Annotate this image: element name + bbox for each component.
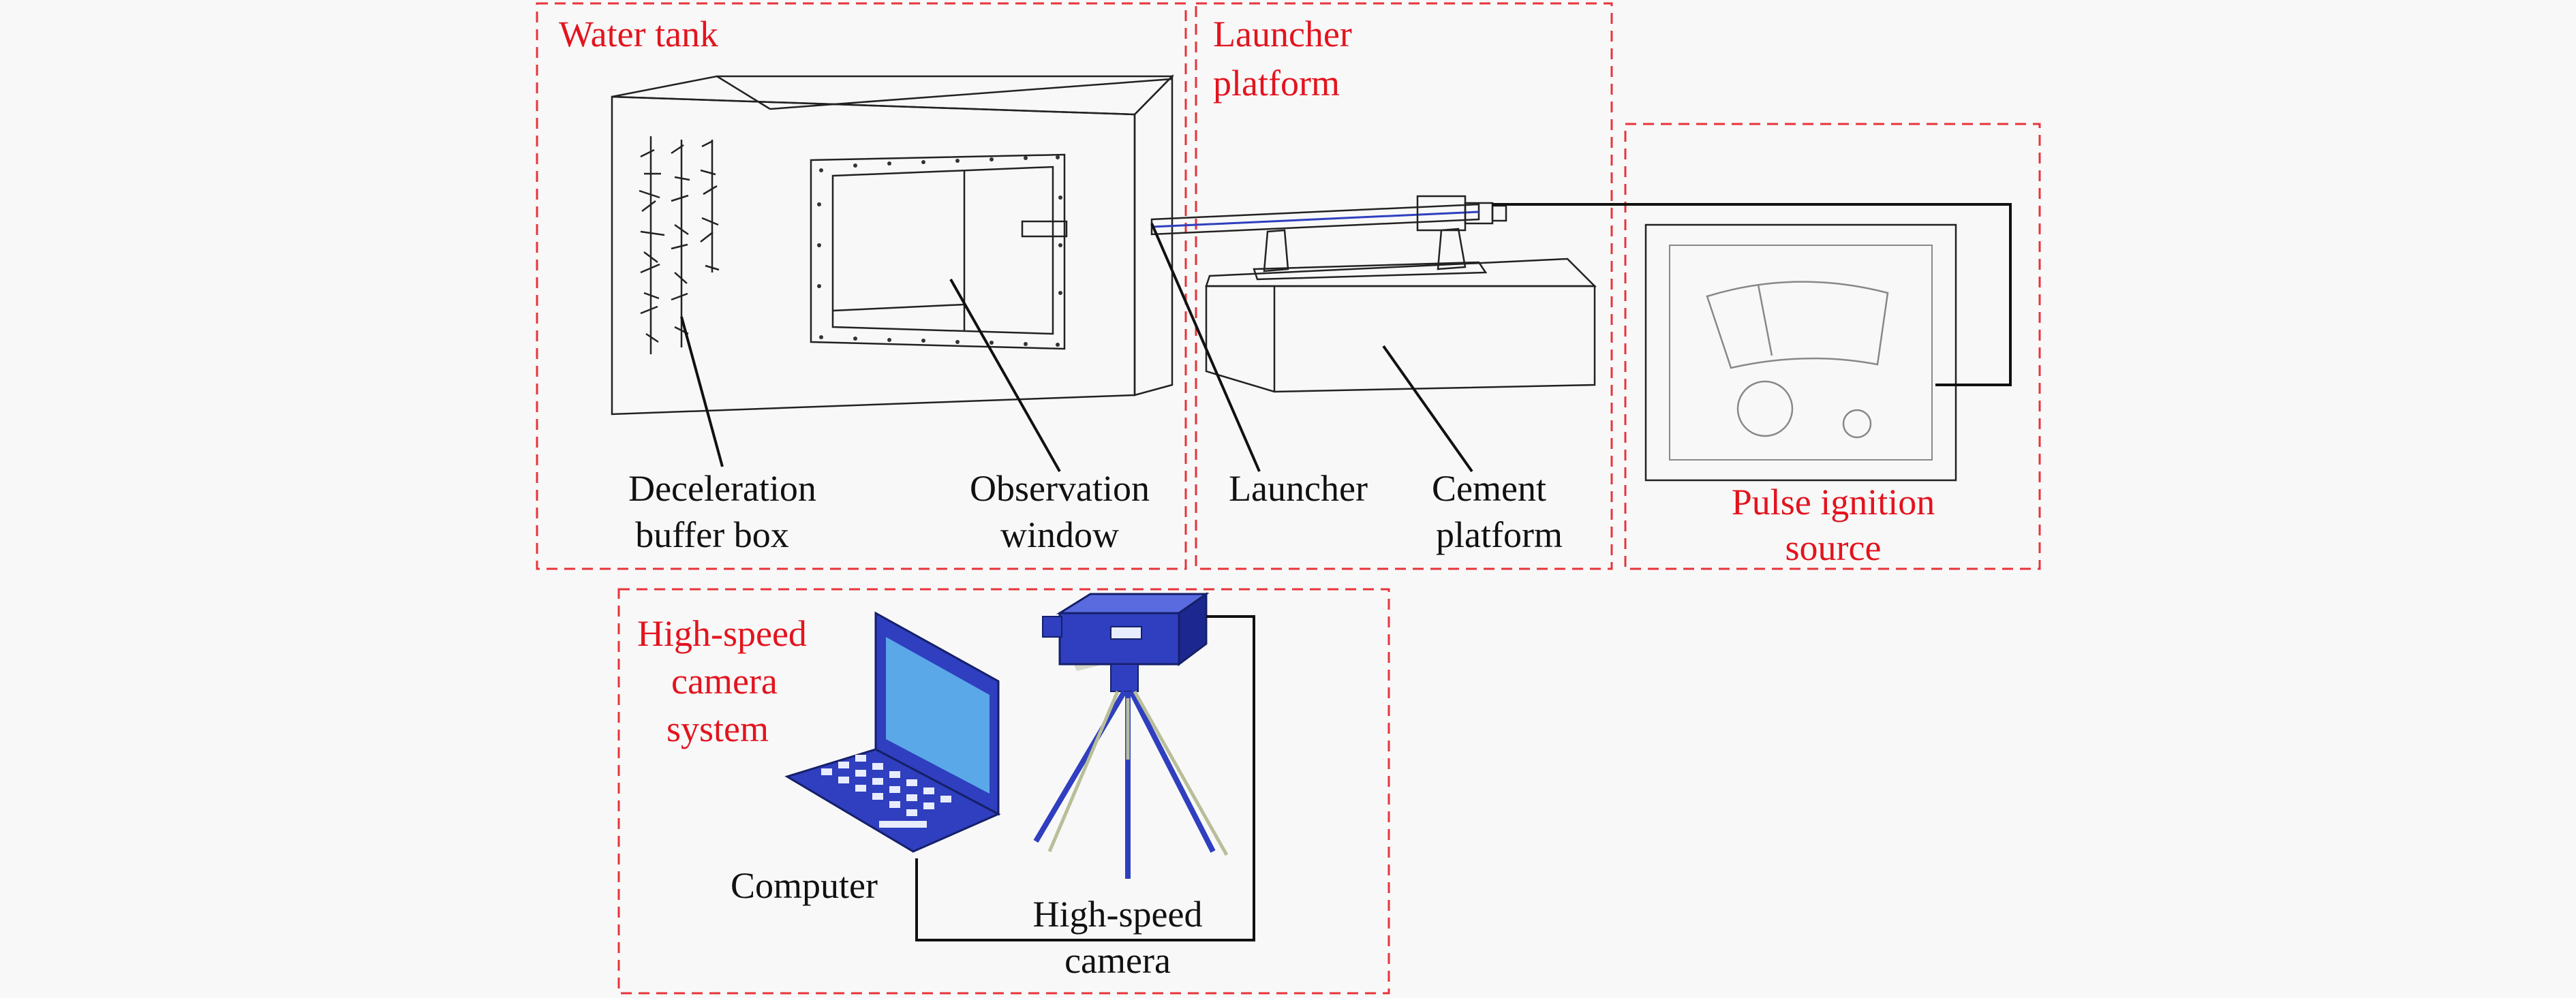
launcher-platform-title-line1: Launcher <box>1213 14 1352 54</box>
launcher-platform-group-box <box>1195 2 1613 570</box>
water-tank-group-box <box>536 2 1187 570</box>
water-tank-title: Water tank <box>559 14 718 54</box>
camera-label-line1: High-speed <box>1033 894 1203 935</box>
launcher-illustration <box>1150 195 1507 281</box>
observation-label-line1: Observation <box>970 468 1150 509</box>
camera-system-group-box <box>617 588 1390 995</box>
deceleration-label-line1: Deceleration <box>628 468 816 509</box>
ignition-wire <box>1492 203 2012 386</box>
cement-platform-illustration <box>1205 258 1597 393</box>
cement-label-line2: platform <box>1436 514 1563 555</box>
pulse-ignition-group-box <box>1624 123 2041 570</box>
water-tank-illustration <box>611 74 1174 416</box>
pulse-ignition-device <box>1644 223 1957 482</box>
leader-lines <box>680 223 1473 473</box>
cement-label-line1: Cement <box>1432 468 1546 509</box>
pulse-ignition-title-line2: source <box>1785 527 1882 568</box>
computer-label: Computer <box>731 865 878 906</box>
computer-icon <box>784 611 1001 853</box>
camera-system-title-line2: camera <box>671 661 778 702</box>
camera-label-line2: camera <box>1064 940 1171 981</box>
camera-system-title-line3: system <box>666 708 769 749</box>
launcher-label: Launcher <box>1229 468 1368 509</box>
pulse-ignition-title-line1: Pulse ignition <box>1732 482 1935 523</box>
camera-cable <box>915 615 1255 941</box>
observation-label-line2: window <box>1000 514 1119 555</box>
deceleration-label-line2: buffer box <box>635 514 788 555</box>
camera-system-title-line1: High-speed <box>637 613 807 654</box>
launcher-platform-title-line2: platform <box>1213 63 1340 104</box>
high-speed-camera-icon <box>1033 592 1229 879</box>
